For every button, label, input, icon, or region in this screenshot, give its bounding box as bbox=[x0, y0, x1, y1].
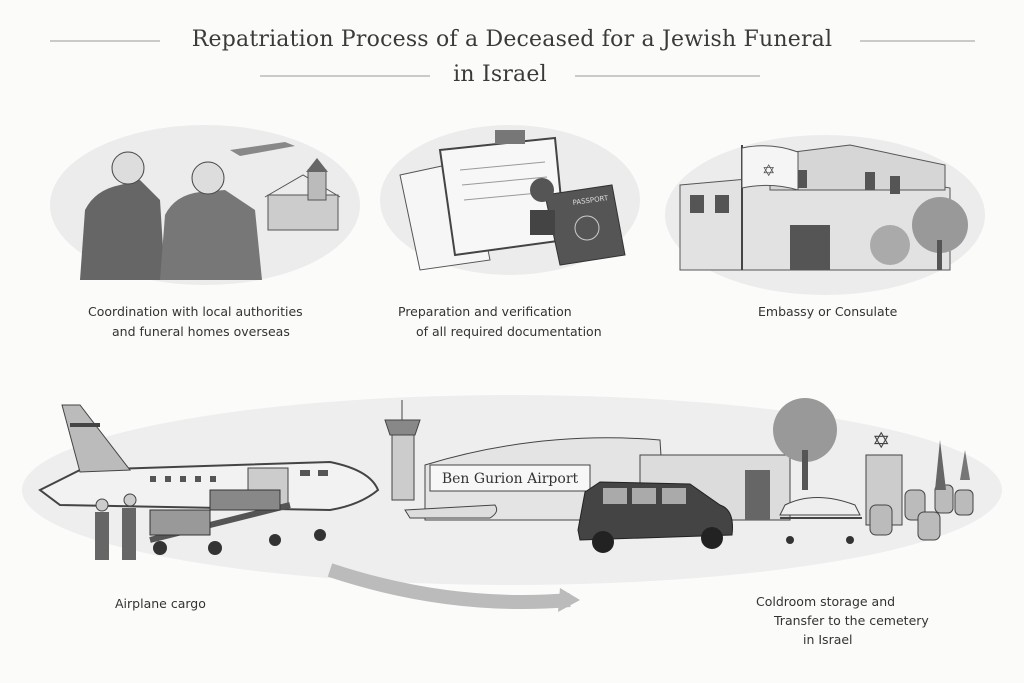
caption-line: Coordination with local authorities bbox=[88, 304, 303, 319]
svg-text:✡: ✡ bbox=[762, 161, 775, 180]
flow-arrow bbox=[327, 563, 571, 609]
caption-line: Coldroom storage and bbox=[756, 594, 896, 609]
step-caption-airplane-cargo: Airplane cargo bbox=[115, 596, 206, 611]
caption-line: Transfer to the cemetery bbox=[774, 613, 929, 628]
caption-line: of all required documentation bbox=[416, 324, 602, 339]
step-caption-coordination: Coordination with local authorities and … bbox=[88, 302, 303, 342]
embassy-building-flag-icon: ✡ bbox=[665, 135, 985, 295]
caption-line: in Israel bbox=[803, 632, 853, 647]
title-rules bbox=[50, 40, 975, 77]
step-caption-coldroom: Coldroom storage and Transfer to the cem… bbox=[756, 592, 929, 649]
cemetery-hearse-icon: ✡ bbox=[577, 398, 974, 553]
caption-line: and funeral homes overseas bbox=[112, 324, 290, 339]
caption-line: Preparation and verification bbox=[398, 304, 572, 319]
step-caption-documentation: Preparation and verification of all requ… bbox=[398, 302, 602, 342]
airport-sign: Ben Gurion Airport bbox=[442, 471, 579, 487]
airplane-cargo-icon bbox=[38, 404, 380, 560]
step-caption-embassy: Embassy or Consulate bbox=[758, 304, 898, 319]
page-title: Repatriation Process of a Deceased for a… bbox=[191, 27, 833, 52]
svg-text:✡: ✡ bbox=[872, 429, 890, 454]
officials-handshake-icon bbox=[50, 125, 360, 285]
page-title-line2: in Israel bbox=[453, 62, 547, 87]
airport-terminal-icon: Ben Gurion Airport bbox=[384, 400, 791, 521]
documents-passport-stamp-icon: PASSPORT bbox=[380, 125, 640, 275]
